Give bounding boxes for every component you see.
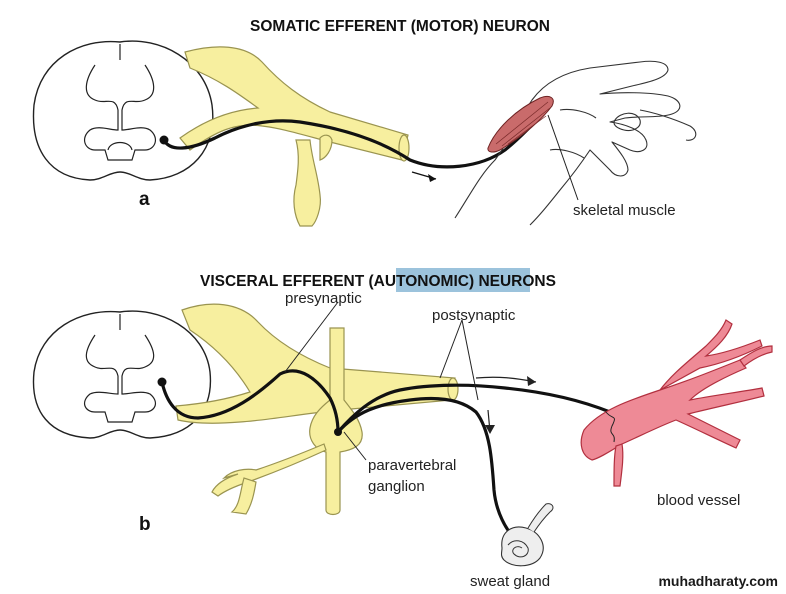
watermark: muhadharaty.com: [658, 573, 778, 589]
skeletal-muscle-pointer: [547, 114, 579, 201]
sweat-gland-label: sweat gland: [470, 573, 550, 590]
skeletal-muscle-label: skeletal muscle: [573, 202, 676, 219]
blood-vessel: [580, 319, 773, 487]
panel-a-title: SOMATIC EFFERENT (MOTOR) NEURON: [250, 18, 550, 35]
panel-b-title-highlight: (AUTONOMIC): [369, 273, 475, 290]
panel-b-letter: b: [139, 514, 151, 535]
panel-b-title-prefix: VISCERAL EFFERENT: [200, 273, 369, 290]
postsynaptic-pointer-1: [439, 319, 463, 379]
arrow-a: [428, 174, 436, 182]
ganglion-label-line2: ganglion: [368, 478, 425, 495]
panel-a-letter: a: [139, 189, 150, 210]
spinal-nerve-b: [175, 303, 456, 424]
preganglionic-soma: [157, 377, 167, 387]
presynaptic-axon: [160, 369, 340, 434]
postsynaptic-pointer-2: [461, 319, 479, 401]
hand-sketch: [454, 60, 697, 226]
panel-b: VISCERAL EFFERENT (AUTONOMIC) NEURONS: [32, 268, 773, 590]
spinal-nerve-a: [179, 46, 409, 161]
postsynaptic-axon-gland: [336, 396, 518, 542]
presynaptic-label: presynaptic: [285, 290, 362, 307]
postsynaptic-label: postsynaptic: [432, 307, 516, 324]
motor-axon: [162, 106, 550, 169]
spinal-cord-b: [32, 310, 212, 439]
postsynaptic-axon-vessel: [336, 383, 612, 434]
panel-a: SOMATIC EFFERENT (MOTOR) NEURON skelet: [32, 18, 697, 227]
arrow-to-vessel: [475, 376, 537, 383]
panel-b-title: VISCERAL EFFERENT (AUTONOMIC) NEURONS: [200, 273, 556, 290]
panel-b-title-suffix: NEURONS: [474, 273, 556, 290]
autonomic-highlight: [396, 268, 530, 292]
motor-neuron-soma: [159, 135, 169, 145]
ganglion-label-line1: paravertebral: [368, 457, 456, 474]
sympathetic-chain-a: [293, 139, 321, 227]
spinal-cord-a: [32, 40, 214, 181]
ganglion-pointer: [343, 431, 367, 461]
presynaptic-pointer: [284, 301, 339, 373]
blood-vessel-label: blood vessel: [657, 492, 740, 509]
sweat-gland: [500, 503, 554, 567]
